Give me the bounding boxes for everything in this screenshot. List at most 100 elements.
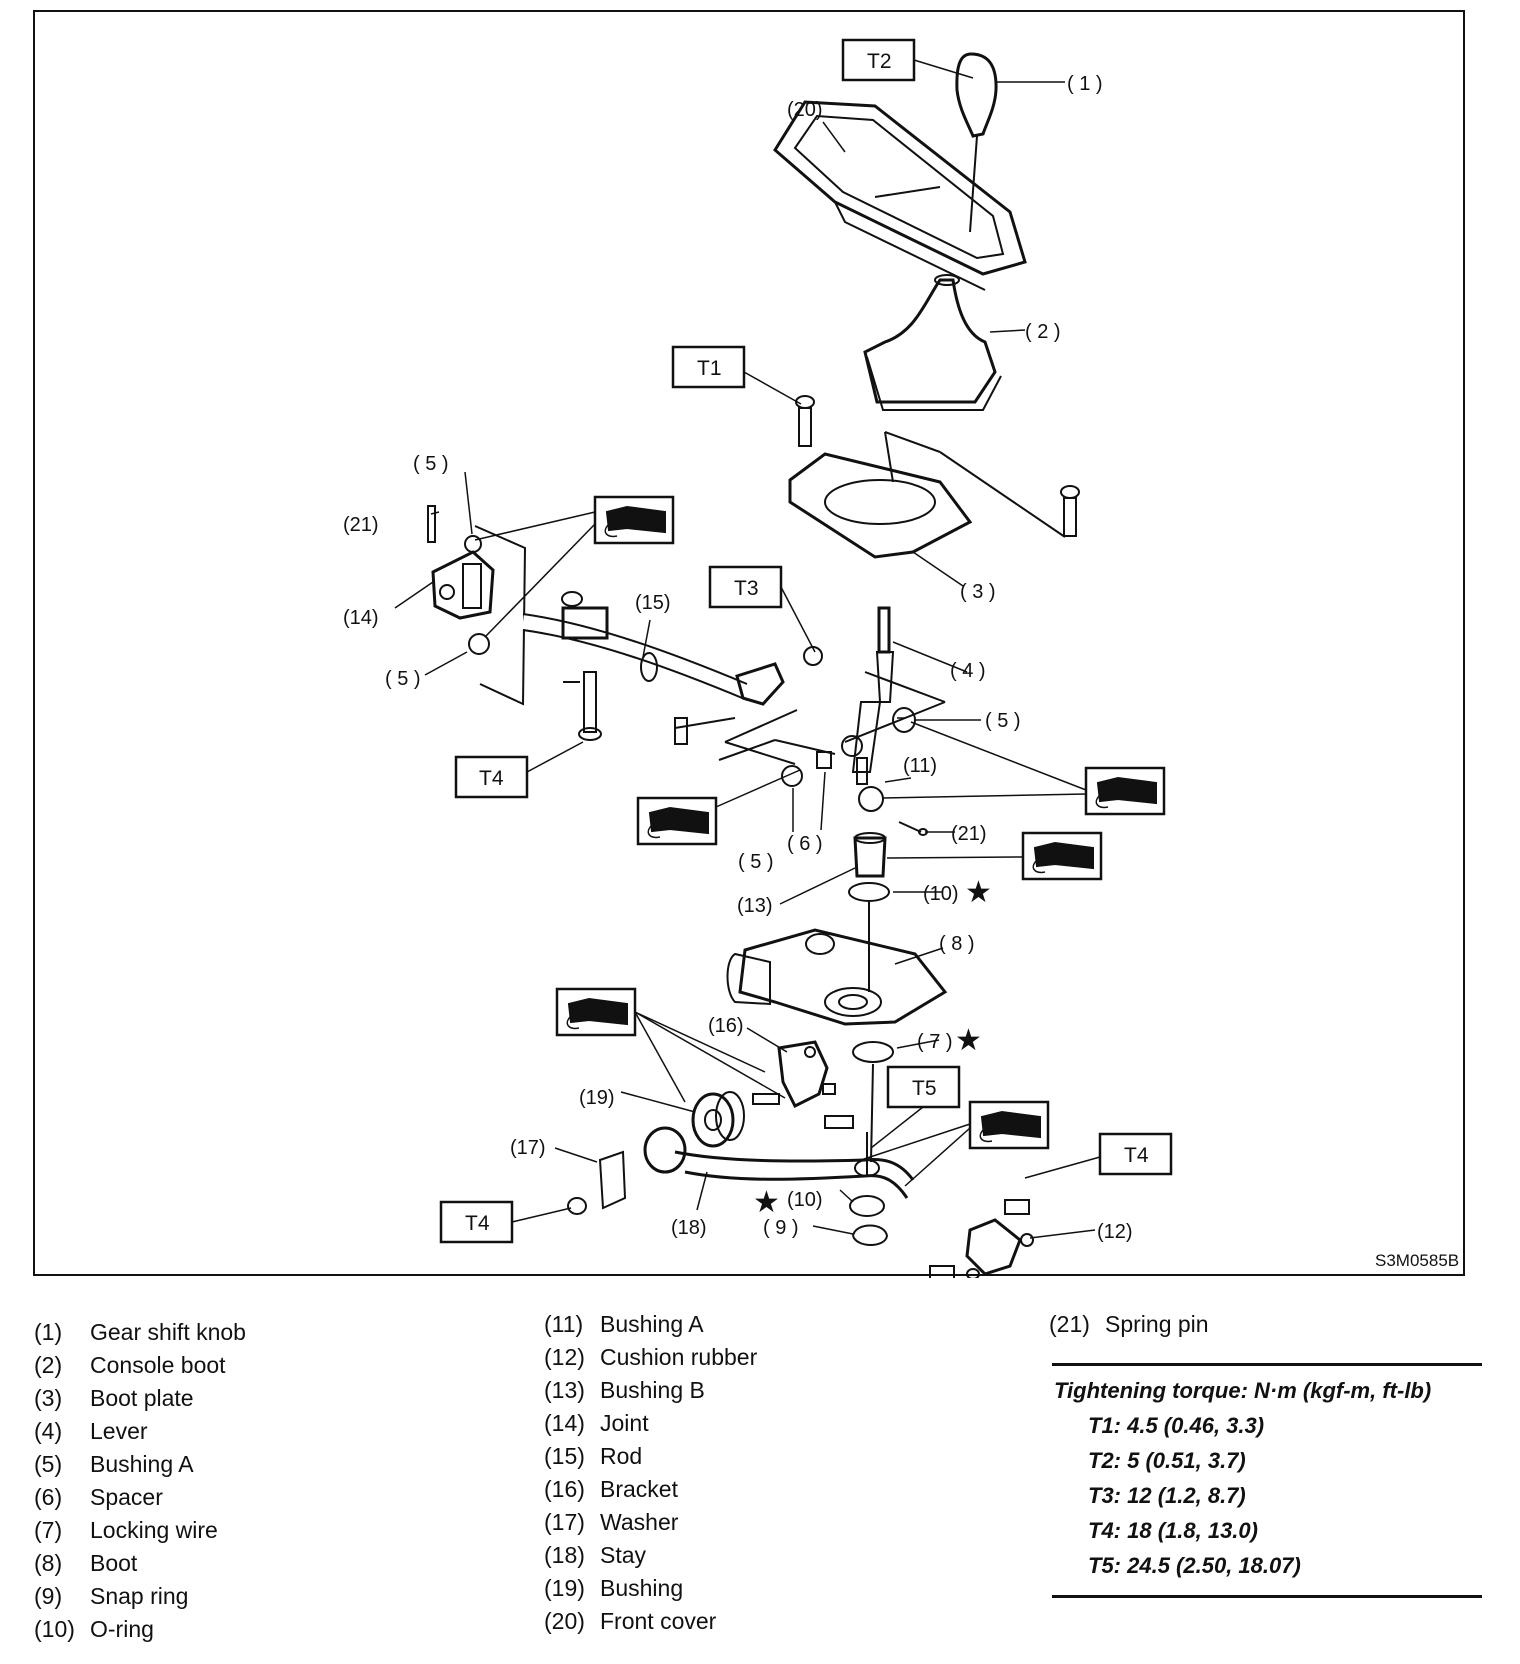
stay-part <box>643 1115 915 1199</box>
legend-column-1: (1) Gear shift knob (2) Console boot (3)Boot… <box>34 1316 246 1646</box>
boot-part <box>726 928 948 1026</box>
legend-item-number: (3) <box>34 1385 63 1411</box>
gear-shift-knob-part <box>955 52 998 233</box>
torque-tag-box <box>454 755 529 799</box>
grease-tube-icon <box>636 796 718 846</box>
torque-row: T1: 4.5 (0.46, 3.3) <box>1088 1413 1265 1438</box>
callout-11: (11) <box>903 755 937 777</box>
grease-tube-icon <box>555 987 637 1037</box>
grease-tube-icon <box>1021 831 1103 881</box>
callout-5: ( 5 ) <box>985 710 1021 732</box>
tightening-torque-table: Tightening torque: N·m (kgf-m, ft-lb) T1… <box>1052 1363 1482 1598</box>
bracket-part <box>691 1040 836 1148</box>
legend-item-number: (6) <box>34 1484 63 1510</box>
callout-15: (15) <box>635 592 671 614</box>
callout-17: (17) <box>510 1137 546 1159</box>
torque-tag-t5: T5 <box>912 1077 937 1100</box>
legend-item-number: (10) <box>34 1616 75 1642</box>
legend-item-number: (8) <box>34 1550 63 1576</box>
leader-lines <box>394 59 1101 1239</box>
torque-tag-t1: T1 <box>697 357 722 380</box>
torque-row: T5: 24.5 (2.50, 18.07) <box>1088 1553 1301 1578</box>
legend-item: (6) Spacer <box>34 1481 246 1514</box>
legend-item-name: Bushing B <box>600 1377 705 1403</box>
callout-10: (10) <box>923 883 959 905</box>
cushion-rubber-part <box>929 1199 1034 1278</box>
legend-item: (11)Bushing A <box>544 1308 757 1341</box>
star-mark: ★ <box>965 876 992 909</box>
star-mark: ★ <box>955 1024 982 1057</box>
torque-tag-t2: T2 <box>867 50 892 73</box>
console-boot-part <box>863 274 1002 411</box>
legend-item: (17)Washer <box>544 1506 757 1539</box>
callout-21: (21) <box>951 823 987 845</box>
legend-item-name: O-ring <box>90 1616 154 1642</box>
legend-item-number: (2) <box>34 1352 63 1378</box>
locking-wire-part <box>852 1041 894 1063</box>
legend-item-number: (14) <box>544 1410 585 1436</box>
callout-3: ( 3 ) <box>960 581 996 603</box>
callout-9: ( 9 ) <box>763 1217 799 1239</box>
grease-tube-icon <box>593 495 675 545</box>
callout-16: (16) <box>708 1015 744 1037</box>
legend-item-name: Joint <box>600 1410 649 1436</box>
image-code: S3M0585B <box>1375 1251 1459 1270</box>
callout-4: ( 4 ) <box>950 660 986 682</box>
legend-column-2: (11)Bushing A (12) Cushion rubber (13)Bushi… <box>544 1308 757 1638</box>
legend-item-name: Spring pin <box>1105 1311 1209 1337</box>
diagram-frame: T2 T1 T3 T4 T5 T4 T4 ( 1 ) (20) ( 2 ) ( … <box>33 10 1465 1278</box>
legend-item-name: Bracket <box>600 1476 678 1502</box>
torque-tag-t3: T3 <box>734 577 759 600</box>
legend-item-name: Stay <box>600 1542 647 1568</box>
legend-item-number: (16) <box>544 1476 585 1502</box>
legend-item-name: Bushing A <box>90 1451 194 1477</box>
legend-item: (15) Rod <box>544 1440 757 1473</box>
callout-13: (13) <box>737 895 773 917</box>
legend-item-number: (20) <box>544 1608 585 1634</box>
legend-item-name: Gear shift knob <box>90 1319 246 1345</box>
grease-tube-icon <box>1084 766 1166 816</box>
star-mark: ★ <box>753 1186 780 1219</box>
callout-20: (20) <box>787 99 823 121</box>
legend-item-number: (18) <box>544 1542 585 1568</box>
legend-item-name: Rod <box>600 1443 643 1469</box>
legend-item-number: (19) <box>544 1575 585 1601</box>
boot-plate-part <box>788 431 1066 559</box>
legend-item-number: (21) <box>1049 1311 1090 1337</box>
legend-item-number: (12) <box>544 1344 585 1370</box>
legend-item-number: (15) <box>544 1443 585 1469</box>
legend-item-number: (9) <box>34 1583 63 1609</box>
callout-10: (10) <box>787 1189 823 1211</box>
legend-item: (14) Joint <box>544 1407 757 1440</box>
screw-part <box>795 395 1080 537</box>
legend-item-name: Snap ring <box>90 1583 189 1609</box>
legend-item: (16) Bracket <box>544 1473 757 1506</box>
o-ring-part <box>848 882 890 902</box>
legend-item: (4)Lever <box>34 1415 246 1448</box>
legend-item: (2) Console boot <box>34 1349 246 1382</box>
bushing-b-part <box>853 832 887 878</box>
callout-1: ( 1 ) <box>1067 73 1103 95</box>
legend-item-number: (11) <box>544 1311 584 1337</box>
legend-item: (9) Snap ring <box>34 1580 246 1613</box>
torque-tag-box <box>1098 1132 1173 1176</box>
legend-item: (21) Spring pin <box>1049 1308 1209 1341</box>
torque-row: T3: 12 (1.2, 8.7) <box>1088 1483 1246 1508</box>
grease-arrows <box>474 511 1087 1187</box>
legend-item: (13)Bushing B <box>544 1374 757 1407</box>
torque-tag-t4: T4 <box>479 767 504 790</box>
lever-part <box>841 606 946 785</box>
legend-item-number: (4) <box>34 1418 63 1444</box>
legend-item: (3)Boot plate <box>34 1382 246 1415</box>
legend-item-name: Console boot <box>90 1352 226 1378</box>
legend-item-number: (5) <box>34 1451 63 1477</box>
legend-item: (20) Front cover <box>544 1605 757 1638</box>
rod-part <box>522 591 823 765</box>
legend-item-number: (7) <box>34 1517 63 1543</box>
legend-item-number: (1) <box>34 1319 63 1345</box>
legend-item: (18) Stay <box>544 1539 757 1572</box>
legend-item-name: Cushion rubber <box>600 1344 758 1370</box>
callout-12: (12) <box>1097 1221 1133 1243</box>
legend-item-name: Front cover <box>600 1608 717 1634</box>
legend-item-name: Spacer <box>90 1484 163 1510</box>
